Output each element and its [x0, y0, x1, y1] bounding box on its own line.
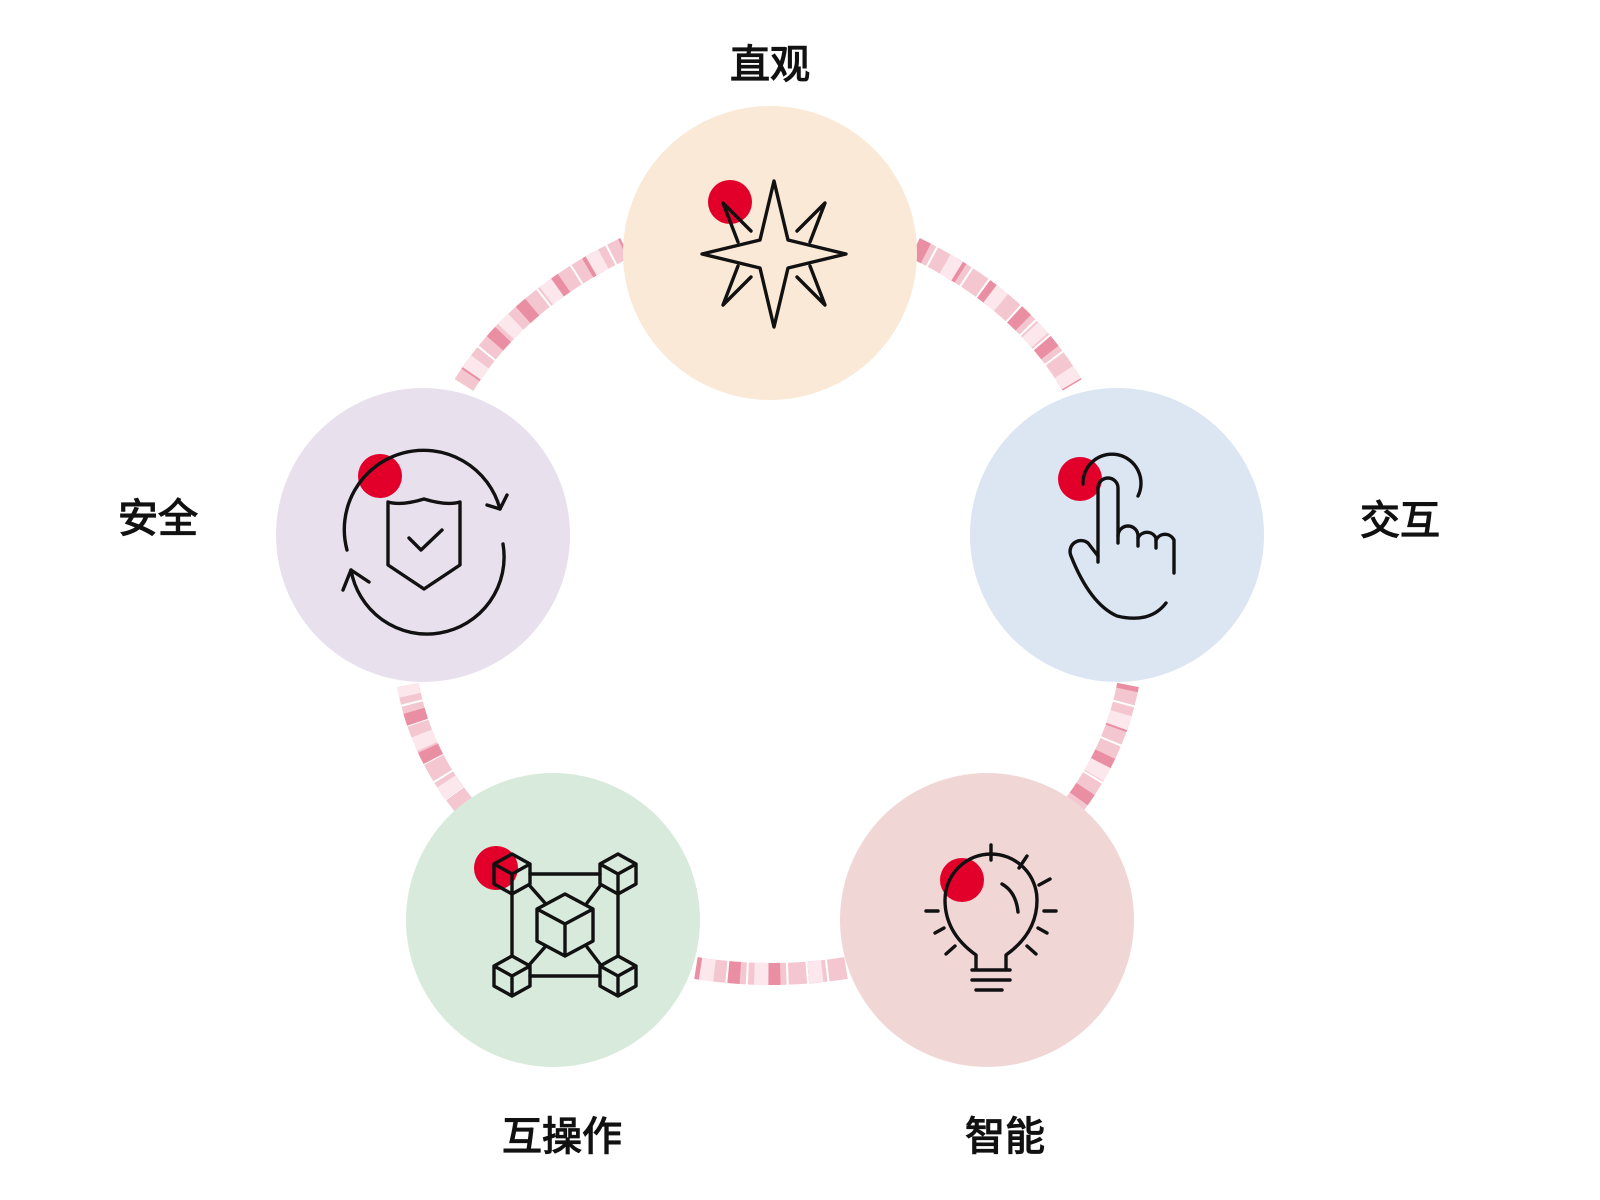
ring-arc-shade [454, 238, 630, 391]
node-label-intelligence: 智能 [965, 1114, 1045, 1160]
shield-refresh-icon [341, 448, 509, 636]
node-interaction: 交互 [970, 388, 1440, 682]
node-intuitive: 直观 [623, 42, 917, 400]
tap-hand-icon [1068, 452, 1176, 620]
ring-arc-shade [397, 682, 475, 815]
node-circle-intelligence [840, 773, 1134, 1067]
node-circle-intuitive [623, 106, 917, 400]
node-circle-interoperability [406, 773, 700, 1067]
node-intelligence: 智能 [840, 773, 1134, 1160]
node-label-intuitive: 直观 [730, 42, 810, 88]
node-label-interoperability: 互操作 [502, 1114, 622, 1160]
node-label-security: 安全 [118, 496, 199, 542]
ring-arc-highlight [454, 238, 630, 391]
ring-arc-shade [694, 957, 848, 985]
node-label-interaction: 交互 [1360, 498, 1440, 544]
ring-arc-highlight [694, 957, 848, 985]
node-security: 安全 [118, 388, 570, 682]
node-interoperability: 互操作 [406, 773, 700, 1160]
node-circle-security [276, 388, 570, 682]
connecting-ring [397, 238, 1139, 985]
accent-dot [358, 454, 402, 498]
accent-dot [1058, 457, 1102, 501]
compass-star-icon [700, 179, 848, 329]
lightbulb-icon [924, 843, 1058, 992]
accent-dot [940, 858, 984, 902]
accent-dot [708, 180, 752, 224]
ring-arc-shade [1063, 682, 1139, 815]
connected-cubes-icon [492, 852, 638, 998]
ring-arc-intuitive-interaction [910, 238, 1082, 391]
